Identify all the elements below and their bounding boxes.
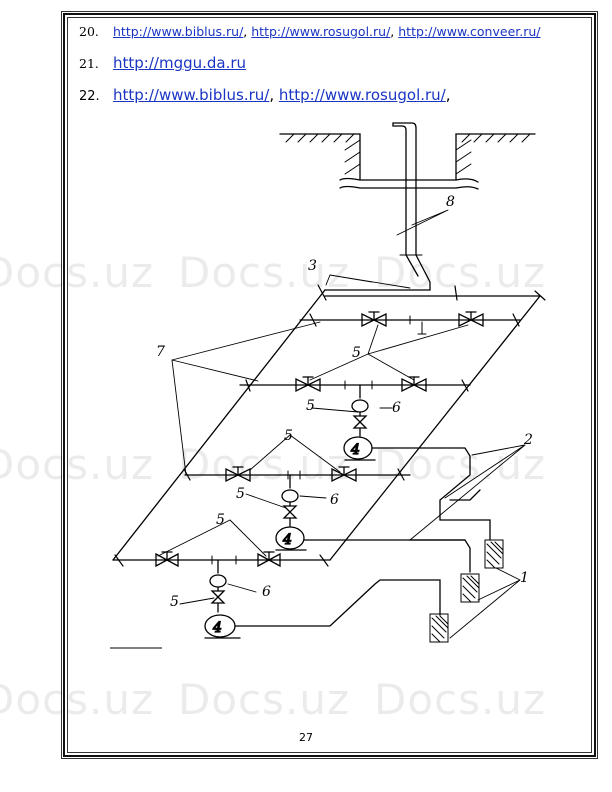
reference-number: 20. xyxy=(79,24,99,39)
reference-link[interactable]: http://mggu.da.ru xyxy=(113,54,247,72)
label-5: 5 xyxy=(284,428,293,444)
watermark: Docs.uz xyxy=(0,440,155,489)
reference-link[interactable]: http://www.conveer.ru/ xyxy=(398,24,541,39)
label-3: 3 xyxy=(308,258,317,274)
watermark: Docs.uz xyxy=(374,248,547,297)
label-5: 5 xyxy=(236,486,245,502)
label-6: 6 xyxy=(330,492,339,508)
reference-link[interactable]: http://www.rosugol.ru/ xyxy=(278,86,446,104)
reference-item: 22.http://www.biblus.ru/, http://www.ros… xyxy=(79,86,451,104)
label-4: 4 xyxy=(282,532,292,548)
label-4: 4 xyxy=(212,620,222,636)
label-5: 5 xyxy=(352,345,361,361)
reference-number: 22. xyxy=(79,89,100,104)
page-number: 27 xyxy=(299,731,313,744)
watermark: Docs.uz xyxy=(0,248,155,297)
watermark: Docs.uz xyxy=(178,440,351,489)
label-6: 6 xyxy=(262,584,271,600)
watermark: Docs.uz xyxy=(374,675,547,724)
reference-item: 21. http://mggu.da.ru xyxy=(79,54,246,72)
label-5: 5 xyxy=(216,512,225,528)
label-4: 4 xyxy=(350,442,360,458)
label-1: 1 xyxy=(520,570,529,586)
reference-link[interactable]: http://www.biblus.ru/ xyxy=(113,86,270,104)
label-5: 5 xyxy=(170,594,179,610)
reference-link[interactable]: http://www.rosugol.ru/ xyxy=(251,24,391,39)
label-5: 5 xyxy=(306,398,315,414)
reference-number: 21. xyxy=(79,56,99,71)
watermark: Docs.uz xyxy=(0,675,155,724)
reference-item: 20.http://www.biblus.ru/, http://www.ros… xyxy=(79,24,541,39)
reference-link[interactable]: http://www.biblus.ru/ xyxy=(113,24,244,39)
page-border-inner xyxy=(67,17,592,753)
label-8: 8 xyxy=(446,194,455,210)
watermark: Docs.uz xyxy=(178,675,351,724)
label-6: 6 xyxy=(392,400,401,416)
label-7: 7 xyxy=(156,344,165,360)
label-2: 2 xyxy=(523,432,533,448)
